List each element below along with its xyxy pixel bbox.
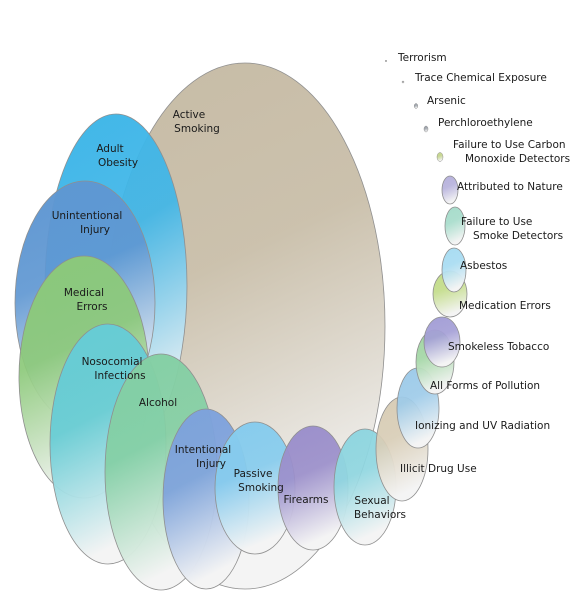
bubble-label-terrorism: Terrorism [397,52,447,64]
bubble-label-arsenic: Arsenic [427,95,466,107]
bubble-label-firearms: Firearms [283,494,328,506]
bubble-label-smokeless-tobacco: Smokeless Tobacco [448,341,549,353]
bubble-label-all-forms-of-pollution: All Forms of Pollution [430,380,540,392]
bubble-label-medication-errors: Medication Errors [459,300,551,312]
bubble-failure-to-use-carbon-monoxide-detectors [436,152,444,162]
bubble-label-attributed-to-nature: Attributed to Nature [457,181,563,193]
bubble-arsenic [413,103,419,109]
bubble-smokeless-tobacco [423,316,461,368]
bubble-label-perchloroethylene: Perchloroethylene [438,117,533,129]
bubble-label-ionizing-and-uv-radiation: Ionizing and UV Radiation [415,420,550,432]
bubble-label-illicit-drug-use: Illicit Drug Use [400,463,477,475]
bubble-label-trace-chemical-exposure: Trace Chemical Exposure [414,72,547,84]
bubble-label-alcohol: Alcohol [139,397,177,409]
bubble-layer [14,59,468,591]
bubble-attributed-to-nature [441,175,459,205]
bubble-trace-chemical-exposure [401,80,405,84]
bubble-terrorism [384,59,388,63]
bubble-asbestos [441,247,467,293]
bubble-label-asbestos: Asbestos [460,260,507,272]
bubble-failure-to-use-smoke-detectors [444,206,466,246]
bubble-perchloroethylene [423,125,429,133]
